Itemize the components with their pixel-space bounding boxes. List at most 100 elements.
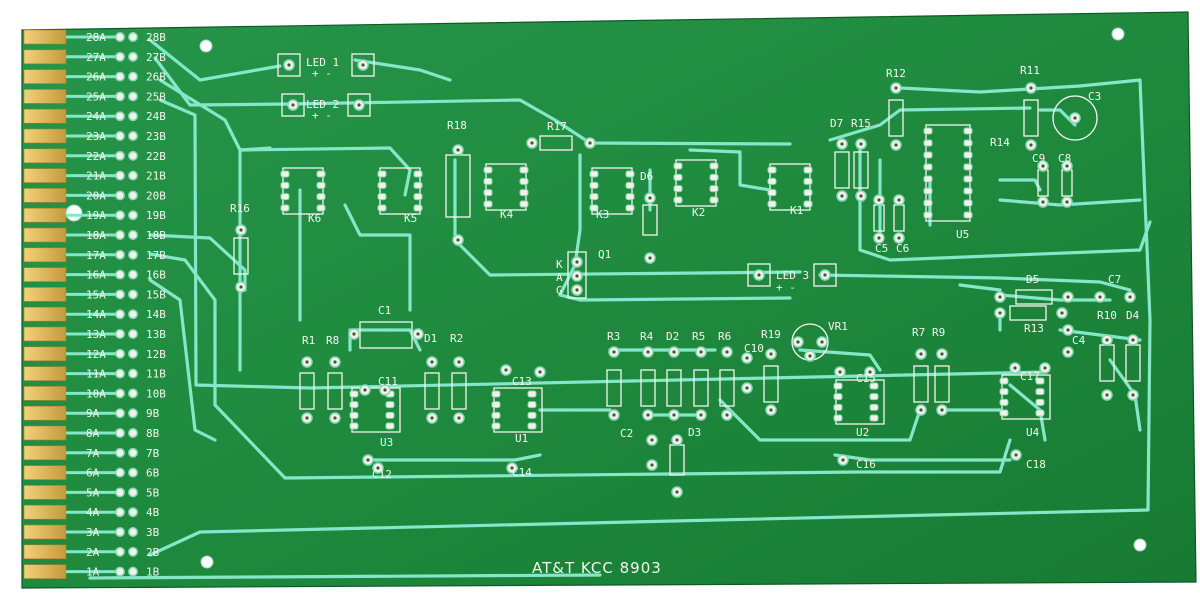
dip-pad: [385, 411, 395, 419]
connector-b-label: 26B: [146, 71, 166, 84]
connector-holes: [66, 32, 138, 577]
connector-b-label: 23B: [146, 130, 166, 143]
connector-b-label: 16B: [146, 269, 166, 282]
board-marking: AT&T KCC 8903: [532, 559, 662, 577]
connector-b-label: 14B: [146, 308, 166, 321]
connector-b-label: 22B: [146, 150, 166, 163]
dip-pad: [589, 193, 599, 201]
drill-hole: [796, 340, 800, 344]
connector-hole-pad: [115, 348, 125, 359]
drill-hole: [538, 370, 542, 374]
gold-finger: [23, 544, 67, 560]
drill-hole: [1105, 338, 1109, 342]
label-vr1: VR1: [828, 320, 848, 333]
connector-hole-pad: [115, 131, 125, 141]
gold-finger: [23, 148, 67, 164]
dip-pad: [869, 403, 879, 411]
label-c14: C14: [512, 466, 532, 479]
dip-pad: [999, 398, 1009, 406]
drill-hole: [699, 350, 703, 354]
connector-b-label: 21B: [146, 170, 166, 183]
dip-pad: [625, 193, 635, 201]
label-r1: R1: [302, 334, 315, 347]
solder-pads: [235, 59, 1139, 498]
gold-finger: [23, 168, 67, 183]
drill-hole: [859, 142, 863, 146]
dip-pad: [316, 181, 326, 189]
gold-finger: [23, 227, 67, 243]
drill-hole: [757, 273, 761, 277]
dip-pad: [767, 200, 777, 208]
drill-hole: [648, 196, 652, 200]
label-u4: U4: [1026, 426, 1040, 439]
drill-hole: [1029, 86, 1033, 90]
dip-pad: [625, 204, 635, 212]
label-c6: C6: [896, 242, 909, 255]
dip-pad: [709, 162, 719, 170]
label-c5: C5: [875, 242, 888, 255]
relay-k4-label: K4: [500, 208, 514, 221]
dip-pad: [1035, 409, 1045, 417]
label-u2: U2: [856, 426, 869, 439]
dip-pad: [491, 411, 501, 419]
connector-hole-pad: [115, 447, 125, 458]
label-r5: R5: [692, 330, 705, 343]
connector-hole-pad: [128, 487, 138, 498]
dip-pad: [963, 175, 973, 183]
dip-pad: [999, 377, 1009, 385]
drill-hole: [877, 198, 881, 202]
gold-finger: [23, 346, 67, 362]
connector-hole-pad: [128, 527, 138, 537]
connector-a-label: 16A: [86, 269, 106, 282]
drill-hole: [1029, 143, 1033, 147]
drill-hole: [919, 408, 923, 412]
drill-hole: [1041, 164, 1045, 168]
dip-pad: [349, 390, 359, 398]
connector-b-label: 13B: [146, 328, 166, 341]
dip-pad: [673, 173, 683, 181]
dip-pad: [625, 181, 635, 189]
dip-pad: [589, 170, 599, 178]
drill-hole: [894, 143, 898, 147]
label-r18: R18: [447, 119, 467, 132]
label-c10: C10: [744, 342, 764, 355]
dip-pad: [377, 181, 387, 189]
dip-pad: [833, 393, 843, 401]
connector-b-label: 5B: [146, 486, 160, 499]
drill-hole: [1065, 164, 1069, 168]
dip-pad: [413, 170, 423, 178]
drill-hole: [838, 370, 842, 374]
connector-hole-pad: [128, 230, 138, 240]
connector-hole-pad: [115, 467, 125, 478]
drill-hole: [287, 63, 291, 67]
connector-hole-pad: [128, 91, 138, 102]
dip-pad: [413, 181, 423, 189]
dip-pad: [709, 173, 719, 181]
drill-hole: [897, 198, 901, 202]
connector-hole-pad: [115, 269, 125, 280]
dip-pad: [483, 200, 493, 208]
drill-hole: [430, 360, 434, 364]
led2-label: LED 2: [306, 98, 339, 111]
dip-pad: [280, 193, 290, 201]
connector-hole-pad: [128, 368, 138, 379]
led3-label: LED 3: [776, 269, 809, 282]
drill-hole: [725, 413, 729, 417]
relay-k2-label: K2: [692, 206, 705, 219]
connector-hole-pad: [128, 507, 138, 518]
connector-a-label: 19A: [86, 209, 106, 222]
relay-k1-label: K1: [790, 204, 803, 217]
connector-labels-a: 28A27A26A25A24A23A22A21A20A19A18A17A16A1…: [86, 31, 106, 579]
led2-plus-sign: + -: [312, 109, 332, 122]
drill-hole: [239, 228, 243, 232]
label-d3: D3: [688, 426, 701, 439]
label-c8: C8: [1058, 152, 1071, 165]
gold-finger: [23, 108, 67, 124]
dip-pad: [483, 189, 493, 197]
drill-hole: [239, 285, 243, 289]
drill-hole: [456, 238, 460, 242]
connector-hole-pad: [128, 71, 138, 82]
connector-hole-pad: [128, 309, 138, 320]
label-c15: C15: [856, 372, 876, 385]
